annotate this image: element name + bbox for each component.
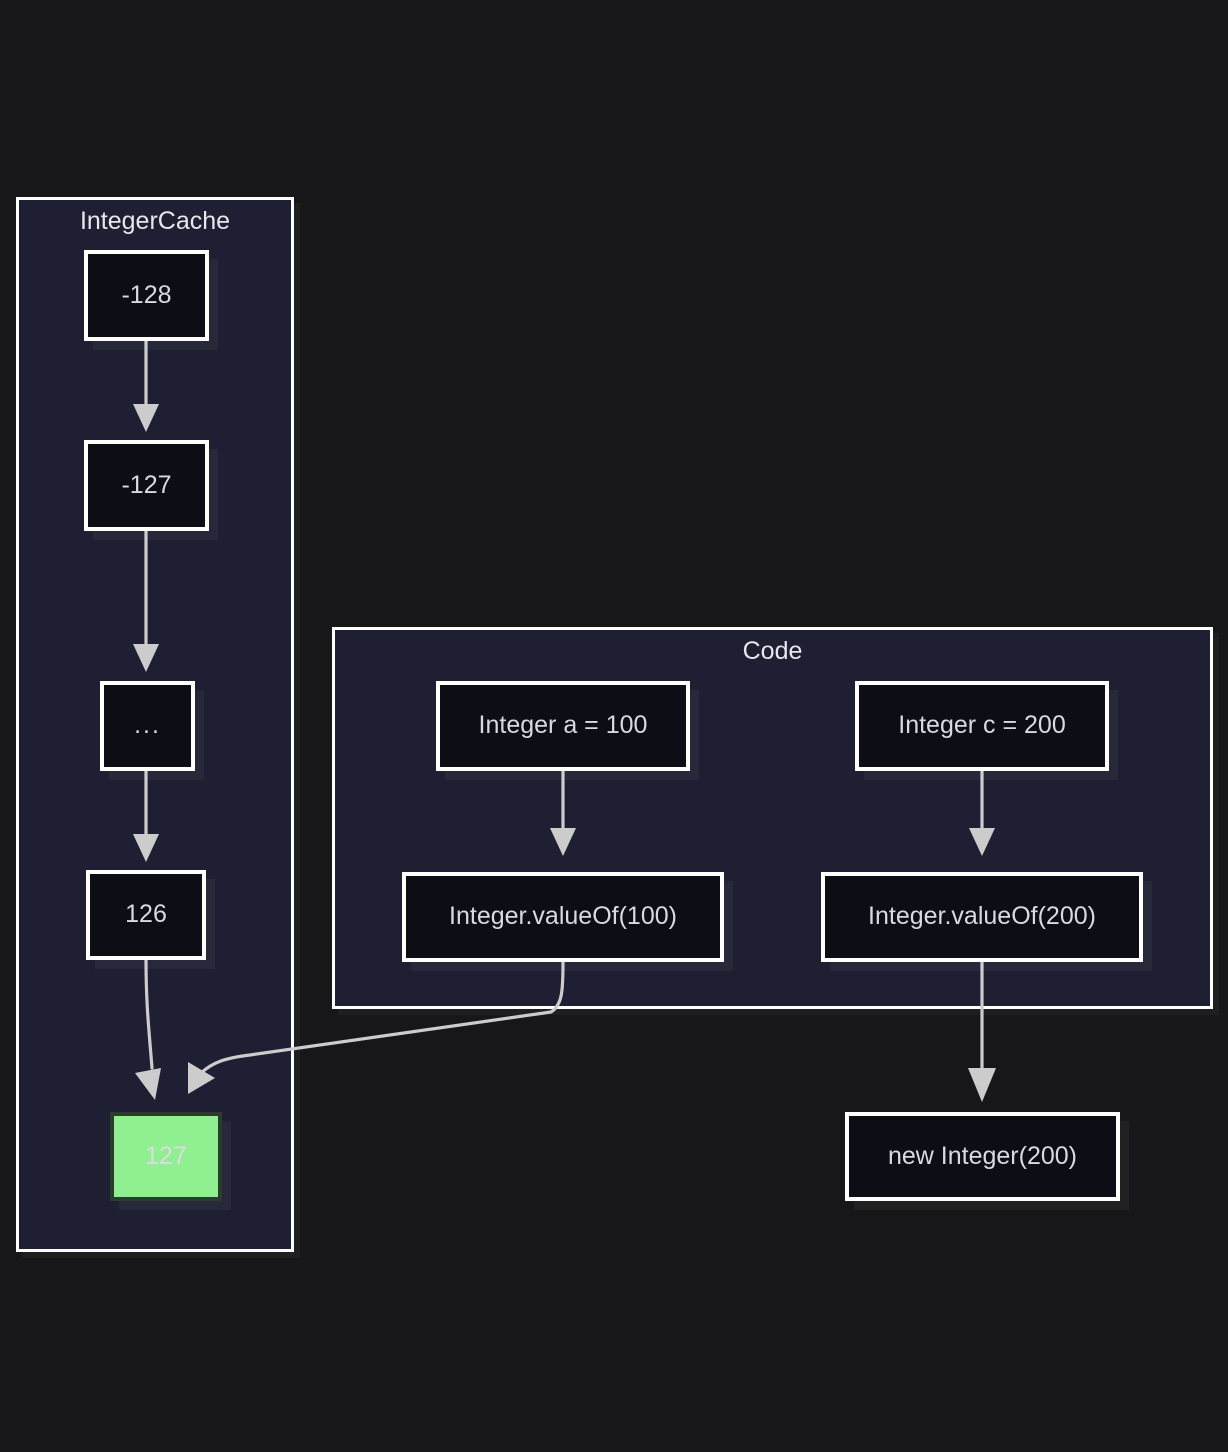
edge-cache-ellipsis-to-126 [133,769,159,862]
edge-code-c-to-valueof200 [969,769,995,856]
edge-valueof100-to-cache127 [188,960,565,1094]
node-cache-127[interactable]: 127 [110,1112,222,1201]
edge-cache-m127-to-ellipsis [133,529,159,672]
edge-cache-126-to-127 [135,958,161,1100]
subgraph-integercache-title: IntegerCache [79,207,231,235]
subgraph-code-title: Code [742,637,803,665]
node-code-integer-a[interactable]: Integer a = 100 [436,681,690,771]
node-cache-ellipsis[interactable]: ... [100,681,195,771]
node-cache-minus-127[interactable]: -127 [84,440,209,531]
node-code-integer-c[interactable]: Integer c = 200 [855,681,1109,771]
edge-code-a-to-valueof100 [550,769,576,856]
edge-cache-min-to-m127 [133,339,159,432]
edge-valueof200-to-new-integer200 [968,960,996,1102]
node-cache-min[interactable]: -128 [84,250,209,341]
node-cache-126[interactable]: 126 [86,870,206,960]
node-new-integer-200[interactable]: new Integer(200) [845,1112,1120,1201]
node-code-valueof-100[interactable]: Integer.valueOf(100) [402,872,724,962]
node-code-valueof-200[interactable]: Integer.valueOf(200) [821,872,1143,962]
